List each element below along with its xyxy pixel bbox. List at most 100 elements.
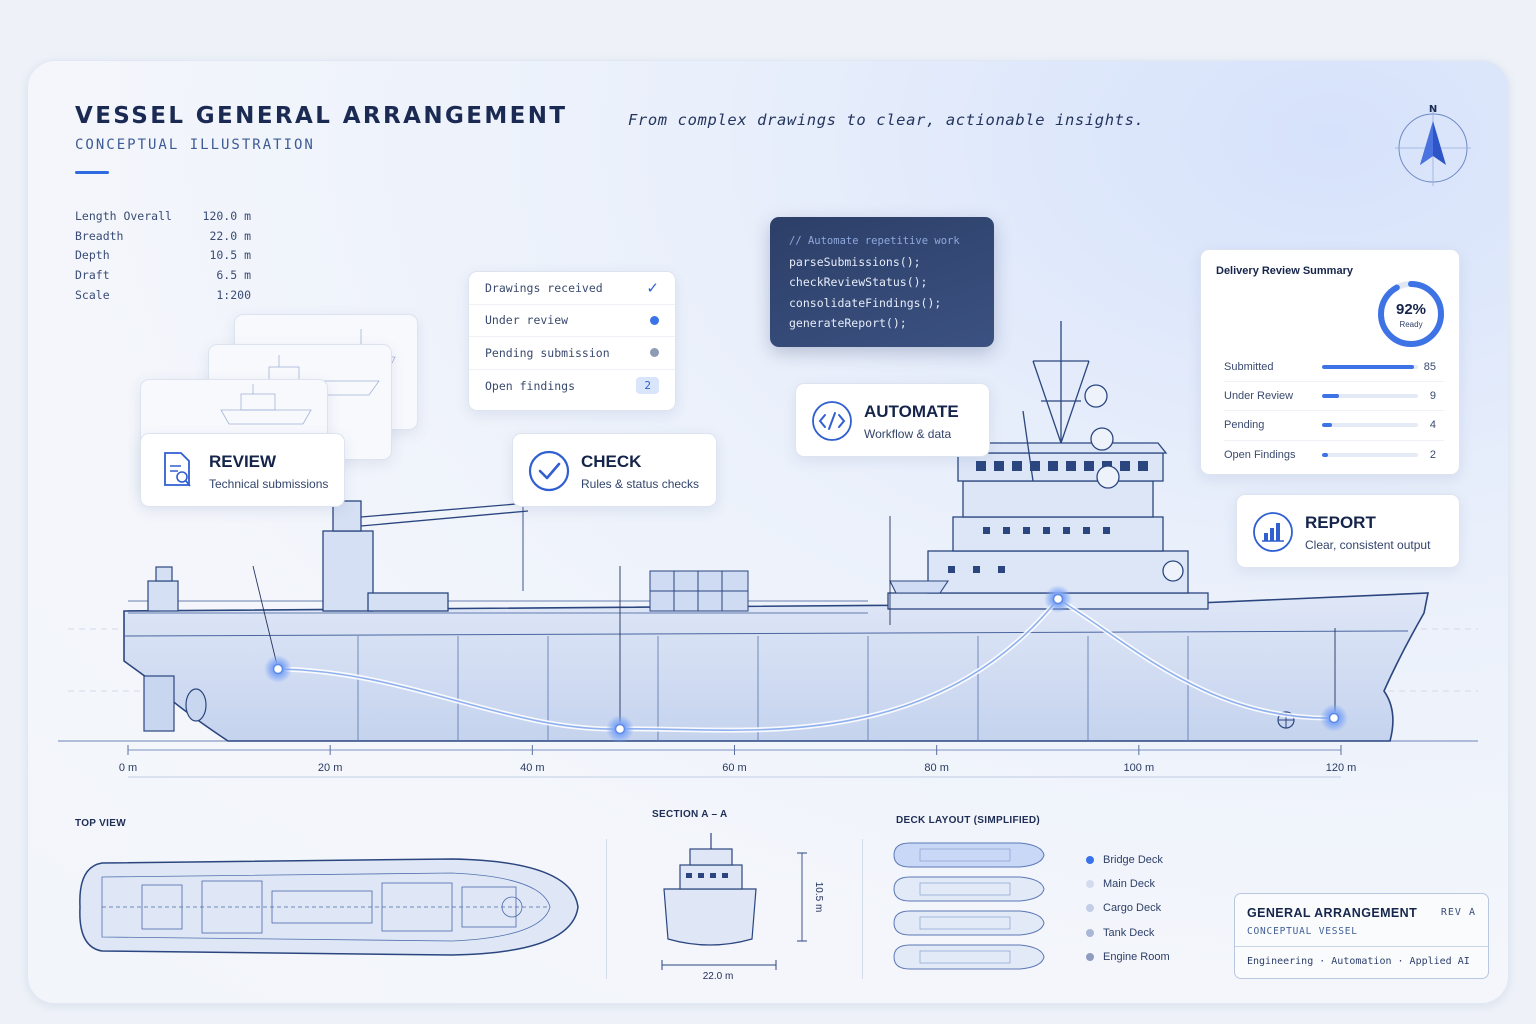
step-check-title: CHECK bbox=[581, 452, 642, 471]
step-report-subtitle: Clear, consistent output bbox=[1305, 538, 1431, 552]
spec-value: 120.0 m bbox=[202, 208, 251, 223]
section-view-heading: SECTION A – A bbox=[652, 809, 728, 820]
summary-row-value: 85 bbox=[1423, 361, 1436, 374]
summary-progress-fill bbox=[1322, 365, 1415, 370]
spec-value: 6.5 m bbox=[216, 268, 251, 283]
summary-row: Open Findings 2 bbox=[1224, 441, 1444, 470]
summary-row: Submitted 85 bbox=[1224, 353, 1444, 383]
step-report-title: REPORT bbox=[1305, 513, 1376, 532]
step-report-card[interactable]: REPORT Clear, consistent output bbox=[1236, 494, 1460, 568]
legend-dot-icon bbox=[1086, 952, 1094, 961]
section-height-label: 10.5 m bbox=[813, 882, 824, 913]
code-comment: // Automate repetitive work bbox=[789, 235, 960, 247]
status-dot-icon bbox=[650, 348, 659, 358]
summary-progress-bar bbox=[1322, 423, 1418, 428]
ready-label: Ready bbox=[1399, 320, 1422, 329]
scale-tick-label: 20 m bbox=[318, 762, 342, 774]
legend-dot-icon bbox=[1086, 904, 1094, 913]
summary-progress-fill bbox=[1322, 423, 1332, 428]
bar-chart-icon bbox=[1253, 512, 1293, 552]
step-automate-card[interactable]: AUTOMATE Workflow & data bbox=[795, 383, 990, 457]
section-width-label: 22.0 m bbox=[703, 971, 734, 982]
check-icon: ✓ bbox=[646, 278, 659, 297]
step-review-title: REVIEW bbox=[209, 452, 277, 471]
spec-value: 1:200 bbox=[216, 288, 251, 303]
spec-row: Depth 10.5 m bbox=[75, 246, 251, 266]
title-block-subtitle: CONCEPTUAL VESSEL bbox=[1247, 926, 1358, 937]
title-block: GENERAL ARRANGEMENT REV A CONCEPTUAL VES… bbox=[1234, 893, 1489, 979]
status-row: Drawings received ✓ bbox=[469, 272, 675, 305]
status-row: Under review bbox=[469, 305, 675, 337]
step-review-card[interactable]: REVIEW Technical submissions bbox=[140, 433, 345, 507]
page-subtitle: CONCEPTUAL ILLUSTRATION bbox=[75, 137, 315, 153]
deck-layout-heading: DECK LAYOUT (SIMPLIFIED) bbox=[896, 815, 1041, 826]
scale-tick-label: 120 m bbox=[1326, 762, 1357, 774]
divider-vertical-1 bbox=[606, 839, 607, 979]
status-label: Drawings received bbox=[485, 280, 603, 295]
spec-label: Breadth bbox=[75, 228, 124, 243]
deck-legend-item: Main Deck bbox=[1086, 872, 1170, 896]
deck-legend-item: Tank Deck bbox=[1086, 921, 1170, 945]
legend-label: Tank Deck bbox=[1103, 926, 1155, 939]
code-line: consolidateFindings(); bbox=[789, 295, 942, 310]
code-snippet-panel: // Automate repetitive work parseSubmiss… bbox=[770, 217, 994, 347]
divider-vertical-2 bbox=[862, 839, 863, 979]
summary-row-value: 9 bbox=[1429, 390, 1436, 403]
spec-label: Depth bbox=[75, 248, 110, 263]
title-block-divider bbox=[1235, 946, 1488, 947]
scale-tick-label: 60 m bbox=[722, 762, 746, 774]
document-search-icon bbox=[164, 452, 191, 487]
ready-donut: 92% Ready bbox=[1378, 281, 1444, 347]
compass-north-label: N bbox=[1429, 104, 1437, 115]
legend-label: Main Deck bbox=[1103, 878, 1155, 891]
deck-legend-item: Bridge Deck bbox=[1086, 848, 1170, 872]
legend-dot-icon bbox=[1086, 928, 1094, 937]
main-frame: VESSEL GENERAL ARRANGEMENT CONCEPTUAL IL… bbox=[27, 60, 1509, 1004]
scale-tick-label: 40 m bbox=[520, 762, 544, 774]
legend-dot-icon bbox=[1086, 880, 1094, 889]
ready-percent: 92% bbox=[1396, 301, 1426, 318]
deck-legend-item: Cargo Deck bbox=[1086, 896, 1170, 920]
step-check-card[interactable]: CHECK Rules & status checks bbox=[512, 433, 717, 507]
deck-compartment bbox=[919, 916, 1011, 930]
scale-tick-label: 80 m bbox=[924, 762, 948, 774]
summary-row: Pending 4 bbox=[1224, 411, 1444, 441]
status-label: Under review bbox=[485, 313, 569, 328]
summary-progress-bar bbox=[1322, 365, 1418, 370]
summary-progress-bar bbox=[1322, 453, 1418, 458]
spec-label: Scale bbox=[75, 288, 110, 303]
flow-nodes bbox=[264, 585, 1348, 743]
summary-row-label: Submitted bbox=[1224, 361, 1274, 374]
step-automate-subtitle: Workflow & data bbox=[864, 427, 952, 441]
deck-outline bbox=[893, 876, 1045, 902]
deck-legend-item: Engine Room bbox=[1086, 945, 1170, 969]
spec-value: 10.5 m bbox=[209, 248, 251, 263]
deck-layout-stack bbox=[893, 842, 1045, 970]
code-icon bbox=[812, 401, 852, 441]
code-line: parseSubmissions(); bbox=[789, 254, 921, 269]
code-line: checkReviewStatus(); bbox=[789, 275, 928, 289]
summary-title: Delivery Review Summary bbox=[1216, 265, 1353, 277]
summary-progress-fill bbox=[1322, 394, 1340, 399]
step-automate-title: AUTOMATE bbox=[864, 402, 959, 421]
tagline: From complex drawings to clear, actionab… bbox=[628, 111, 1145, 129]
summary-progress-fill bbox=[1322, 453, 1328, 458]
delivery-review-summary: Delivery Review Summary 92% Ready Submit… bbox=[1200, 249, 1460, 475]
findings-badge: 2 bbox=[636, 377, 659, 395]
title-block-title: GENERAL ARRANGEMENT bbox=[1247, 906, 1418, 920]
summary-row-label: Pending bbox=[1224, 419, 1265, 432]
spec-row: Scale 1:200 bbox=[75, 285, 251, 305]
title-underline bbox=[75, 171, 109, 174]
status-dot-icon bbox=[650, 315, 659, 325]
spec-value: 22.0 m bbox=[209, 228, 251, 243]
status-row: Open findings 2 bbox=[469, 370, 675, 403]
summary-row-label: Under Review bbox=[1224, 390, 1294, 403]
deck-outline bbox=[893, 842, 1045, 868]
status-label: Pending submission bbox=[485, 345, 610, 360]
status-label: Open findings bbox=[485, 378, 576, 393]
section-a-a-view: 10.5 m 22.0 m bbox=[661, 833, 824, 982]
